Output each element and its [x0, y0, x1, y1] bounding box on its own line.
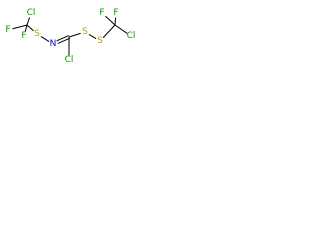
atom-label-s3: S [97, 36, 103, 46]
bond-c3-f3 [105, 15, 116, 26]
atom-label-f3: F [99, 8, 104, 18]
bond-s3-c3 [102, 24, 116, 38]
atom-label-f1: F [5, 25, 10, 35]
bond-c2-s2 [68, 32, 81, 38]
bond-c3-cl3 [114, 24, 128, 34]
bond-c1-f1 [12, 24, 28, 30]
atom-label-f4: F [113, 8, 118, 18]
atom-label-cl3: Cl [127, 31, 136, 41]
bond-n1-c2 [57, 37, 71, 44]
atom-label-cl1: Cl [27, 8, 36, 18]
bond-c3-f4 [114, 17, 117, 26]
bond-c1-f2 [24, 24, 28, 32]
atom-label-s1: S [34, 29, 40, 39]
atom-label-s2: S [82, 27, 88, 37]
bond-c1-cl1 [26, 17, 30, 26]
bond-c1-s1 [26, 24, 34, 32]
bond-n1-c2 [56, 35, 69, 42]
bond-layer [12, 15, 128, 56]
bond-s2-s3 [88, 34, 97, 39]
atom-label-cl2: Cl [65, 55, 74, 65]
atom-label-n1: N [50, 39, 57, 49]
bond-s1-n1 [40, 36, 50, 42]
atom-label-f2: F [21, 31, 26, 41]
